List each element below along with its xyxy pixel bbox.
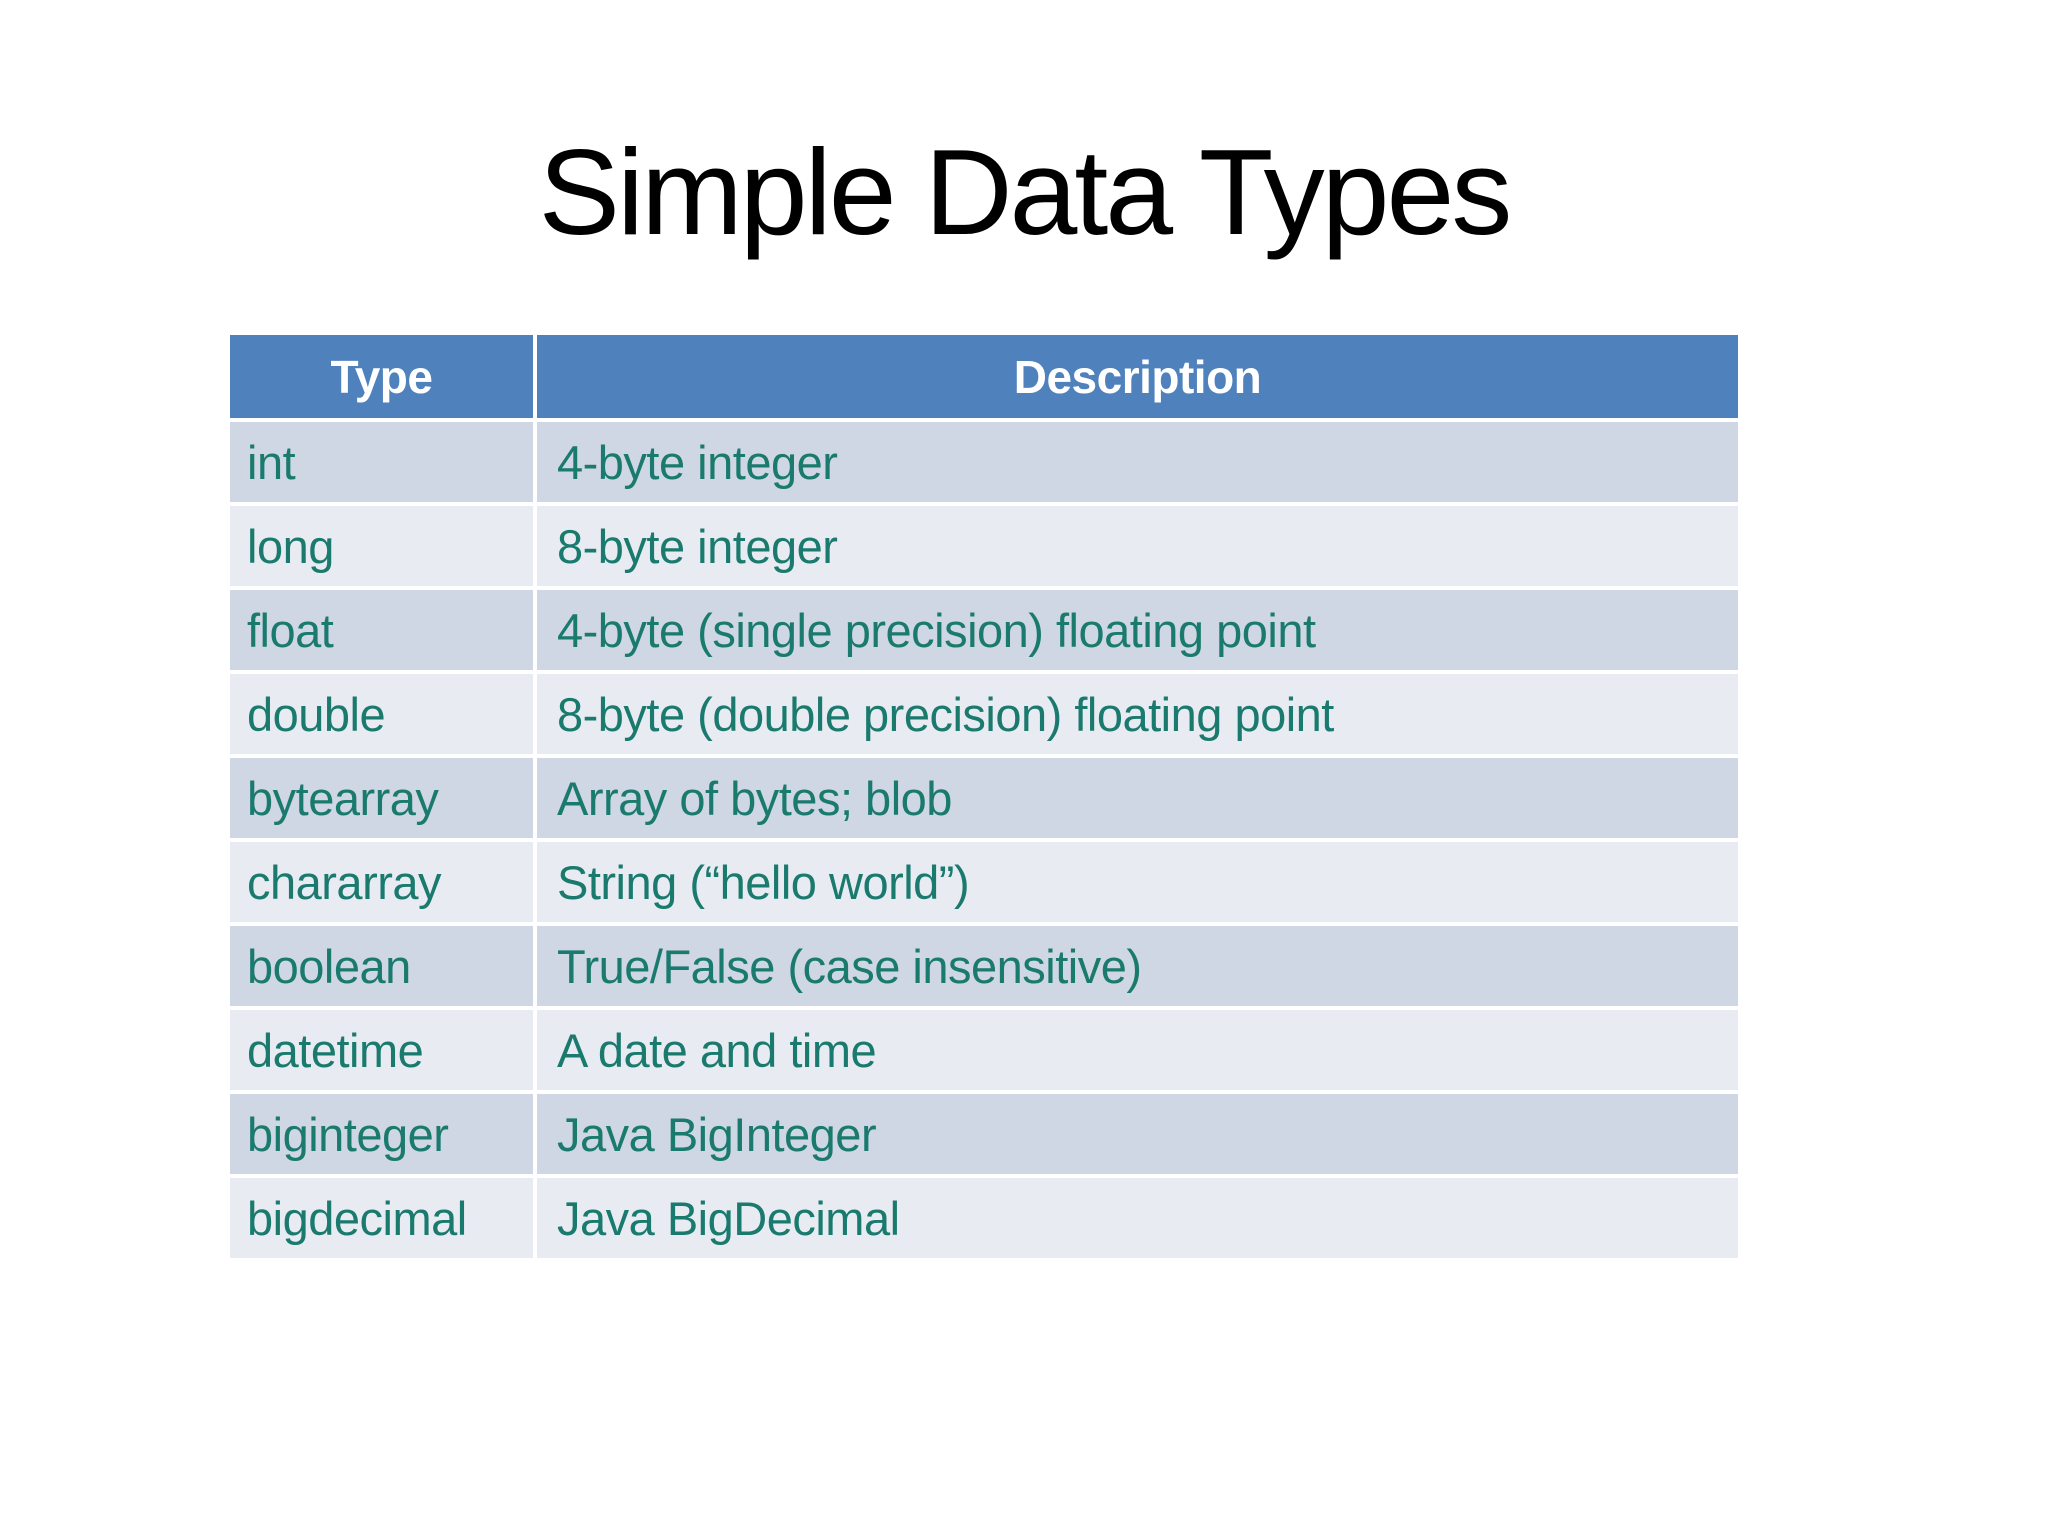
cell-description: True/False (case insensitive) (537, 926, 1738, 1006)
table-row: bigdecimal Java BigDecimal (230, 1178, 1738, 1258)
page-title: Simple Data Types (538, 124, 1513, 260)
cell-type: chararray (230, 842, 533, 922)
table-row: biginteger Java BigInteger (230, 1094, 1738, 1174)
table-header-row: Type Description (230, 335, 1738, 418)
cell-description: 8-byte (double precision) floating point (537, 674, 1738, 754)
cell-description: 8-byte integer (537, 506, 1738, 586)
cell-type: boolean (230, 926, 533, 1006)
table-row: bytearray Array of bytes; blob (230, 758, 1738, 838)
cell-description: Java BigDecimal (537, 1178, 1738, 1258)
table-row: chararray String (“hello world”) (230, 842, 1738, 922)
cell-type: datetime (230, 1010, 533, 1090)
table-row: long 8-byte integer (230, 506, 1738, 586)
cell-type: bigdecimal (230, 1178, 533, 1258)
table-row: int 4-byte integer (230, 422, 1738, 502)
cell-type: bytearray (230, 758, 533, 838)
cell-type: biginteger (230, 1094, 533, 1174)
cell-description: Java BigInteger (537, 1094, 1738, 1174)
data-types-table: Type Description int 4-byte integer long… (230, 335, 1738, 1258)
cell-type: double (230, 674, 533, 754)
cell-description: 4-byte (single precision) floating point (537, 590, 1738, 670)
cell-type: int (230, 422, 533, 502)
header-cell-type: Type (230, 335, 533, 418)
cell-type: float (230, 590, 533, 670)
header-cell-description: Description (537, 335, 1738, 418)
table-row: double 8-byte (double precision) floatin… (230, 674, 1738, 754)
table-row: boolean True/False (case insensitive) (230, 926, 1738, 1006)
cell-description: Array of bytes; blob (537, 758, 1738, 838)
cell-type: long (230, 506, 533, 586)
table-row: float 4-byte (single precision) floating… (230, 590, 1738, 670)
cell-description: 4-byte integer (537, 422, 1738, 502)
table-row: datetime A date and time (230, 1010, 1738, 1090)
cell-description: String (“hello world”) (537, 842, 1738, 922)
cell-description: A date and time (537, 1010, 1738, 1090)
